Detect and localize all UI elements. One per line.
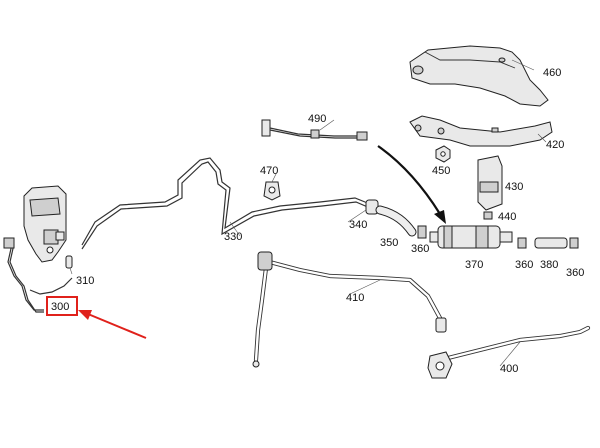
highlight-arrow-head xyxy=(78,310,92,320)
part-330-fuel-line xyxy=(81,157,371,250)
part-440-fitting xyxy=(483,211,493,220)
flow-arrow xyxy=(377,145,446,224)
callout-470: 470 xyxy=(260,165,278,177)
callout-350: 350 xyxy=(380,237,398,249)
callout-300: 300 xyxy=(51,301,69,313)
leader-lines xyxy=(69,59,547,367)
callout-440: 440 xyxy=(498,211,516,223)
callout-340: 340 xyxy=(349,219,367,231)
highlight-box xyxy=(46,296,78,316)
callout-430: 430 xyxy=(505,181,523,193)
callout-460: 460 xyxy=(543,67,561,79)
callout-labels: 460 490 420 450 470 430 440 340 330 350 … xyxy=(51,67,584,375)
callout-330: 330 xyxy=(224,231,242,243)
part-360-clamp-b xyxy=(517,237,527,249)
highlight-arrow-line xyxy=(87,313,147,339)
part-430-clamp xyxy=(477,155,503,211)
part-370-fuel-filter xyxy=(429,225,513,249)
part-450-nut xyxy=(435,145,451,163)
callout-400: 400 xyxy=(500,363,518,375)
part-400-pipe xyxy=(427,325,591,379)
highlight-marker xyxy=(46,296,147,339)
part-470-clip xyxy=(263,181,281,201)
part-300-cable xyxy=(3,237,73,313)
callout-490: 490 xyxy=(308,113,326,125)
part-360-clamp-c xyxy=(569,237,579,249)
part-310-plug xyxy=(65,255,73,269)
callout-380: 380 xyxy=(540,259,558,271)
part-300-heater xyxy=(23,185,67,263)
callout-420: 420 xyxy=(546,139,564,151)
callout-310: 310 xyxy=(76,275,94,287)
part-360-clamp-a xyxy=(417,225,427,239)
part-460-cover xyxy=(409,45,549,107)
part-380-sleeve xyxy=(534,237,568,249)
callout-370: 370 xyxy=(465,259,483,271)
callout-360-b: 360 xyxy=(515,259,533,271)
callout-360-c: 360 xyxy=(566,267,584,279)
part-350-hose xyxy=(375,205,417,237)
callout-360-a: 360 xyxy=(411,243,429,255)
part-420-bracket xyxy=(409,115,553,147)
part-410-pipe xyxy=(252,251,447,368)
part-490-cable xyxy=(261,119,368,141)
callout-450: 450 xyxy=(432,165,450,177)
callout-410: 410 xyxy=(346,292,364,304)
